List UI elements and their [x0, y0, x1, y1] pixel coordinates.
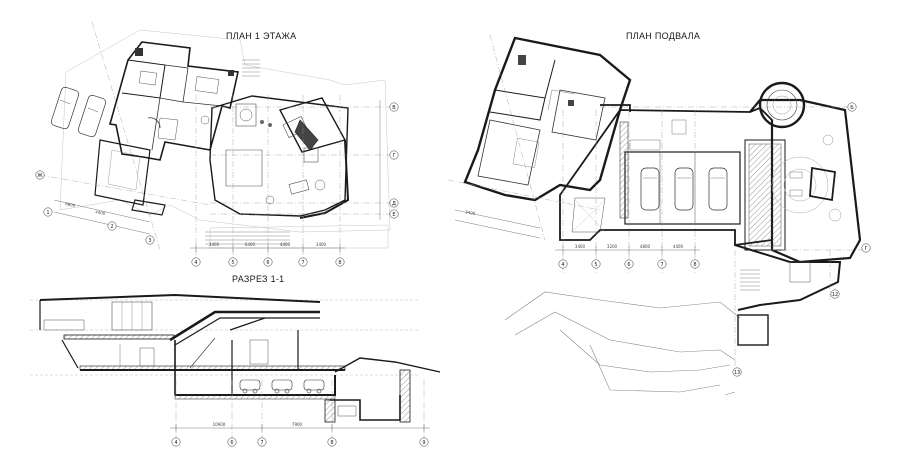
basement-garage	[619, 119, 741, 225]
plan1-axis-right-Г: Г	[389, 150, 399, 160]
basement-west-wing	[463, 36, 632, 202]
svg-text:Д: Д	[392, 201, 396, 207]
section-axis-bottom-7: 7	[257, 437, 267, 447]
svg-text:1: 1	[46, 210, 49, 216]
basement-axis-right-12: 12	[830, 289, 840, 299]
basement-axis-bottom-7: 7	[657, 259, 667, 269]
svg-text:Ж: Ж	[37, 173, 43, 179]
basement-dimension: 4400	[673, 244, 684, 249]
section-axis-bottom-9: 9	[419, 437, 429, 447]
svg-text:13: 13	[734, 370, 740, 376]
section-axis-bottom-8: 8	[327, 437, 337, 447]
basement-axis-right-Б: Б	[847, 102, 857, 112]
svg-text:Е: Е	[392, 212, 395, 218]
plan1-dimension: 6600	[65, 201, 76, 208]
plan1-dimension: 4400	[280, 242, 291, 247]
plan1-axis-left-1: 1	[43, 207, 53, 217]
svg-text:7: 7	[260, 440, 263, 446]
svg-text:6: 6	[627, 262, 630, 268]
svg-text:Г: Г	[864, 246, 867, 252]
basement-axis-right-Г: Г	[861, 243, 871, 253]
plan1-axis-left-2: 2	[107, 221, 117, 231]
basement-dimension: 3400	[465, 209, 476, 216]
basement-axis-bottom-8: 8	[690, 259, 700, 269]
section-axis-bottom-4: 4	[171, 437, 181, 447]
basement-axis-bottom-5: 5	[591, 259, 601, 269]
svg-text:7: 7	[660, 262, 663, 268]
basement-dimension: 4800	[640, 244, 651, 249]
plan1-axis-bottom-7: 7	[298, 257, 308, 267]
title-section: РАЗРЕЗ 1-1	[232, 274, 285, 284]
svg-text:6: 6	[230, 440, 233, 446]
svg-text:2: 2	[110, 224, 113, 230]
basement-pool-zone	[744, 81, 862, 264]
plan-first-floor	[39, 21, 392, 255]
plan1-dimension: 4400	[95, 209, 106, 216]
svg-text:Г: Г	[392, 153, 395, 159]
plan1-dimension: 6400	[245, 242, 256, 247]
plan1-axis-bottom-4: 4	[191, 257, 201, 267]
plan1-axis-right-В: В	[389, 102, 399, 112]
svg-text:8: 8	[330, 440, 333, 446]
basement-dimension: 3400	[575, 244, 586, 249]
basement-axis-bottom-4: 4	[558, 259, 568, 269]
svg-text:4: 4	[174, 440, 177, 446]
title-plan-basement: ПЛАН ПОДВАЛА	[626, 31, 701, 41]
plan1-dimension: 3400	[209, 242, 220, 247]
svg-text:9: 9	[422, 440, 425, 446]
plan1-dimension: 3400	[316, 242, 327, 247]
section-cars	[239, 379, 325, 394]
title-plan-first-floor: ПЛАН 1 ЭТАЖА	[226, 31, 297, 41]
living-wing	[209, 95, 350, 219]
plan1-axis-right-Е: Е	[389, 209, 399, 219]
svg-text:В: В	[392, 105, 396, 111]
plan1-axis-bottom-6: 6	[263, 257, 273, 267]
svg-text:3: 3	[148, 238, 151, 244]
parking-area	[50, 86, 107, 138]
plan1-axis-bottom-8: 8	[335, 257, 345, 267]
entrance-stairs	[205, 59, 290, 245]
section-axis-bottom-6: 6	[227, 437, 237, 447]
basement-axis-bottom-6: 6	[624, 259, 634, 269]
section-1-1	[30, 293, 441, 440]
section-dimension: 10900	[213, 422, 226, 427]
plan1-axis-bottom-5: 5	[228, 257, 238, 267]
basement-dimension: 3200	[607, 244, 618, 249]
svg-text:8: 8	[338, 260, 341, 266]
svg-text:4: 4	[194, 260, 197, 266]
plan1-axis-left-Ж: Ж	[35, 170, 45, 180]
svg-text:12: 12	[832, 292, 838, 298]
bedroom-wing	[108, 41, 239, 161]
plan1-axis-right-Д: Д	[389, 198, 399, 208]
svg-text:5: 5	[231, 260, 234, 266]
svg-text:5: 5	[594, 262, 597, 268]
svg-text:8: 8	[693, 262, 696, 268]
section-dimension: 7900	[292, 422, 303, 427]
plan-basement	[447, 34, 870, 396]
svg-text:4: 4	[561, 262, 564, 268]
svg-text:Б: Б	[850, 105, 854, 111]
svg-text:7: 7	[301, 260, 304, 266]
svg-text:6: 6	[266, 260, 269, 266]
plan1-axis-left-3: 3	[145, 235, 155, 245]
basement-axis-right-13: 13	[732, 367, 742, 377]
